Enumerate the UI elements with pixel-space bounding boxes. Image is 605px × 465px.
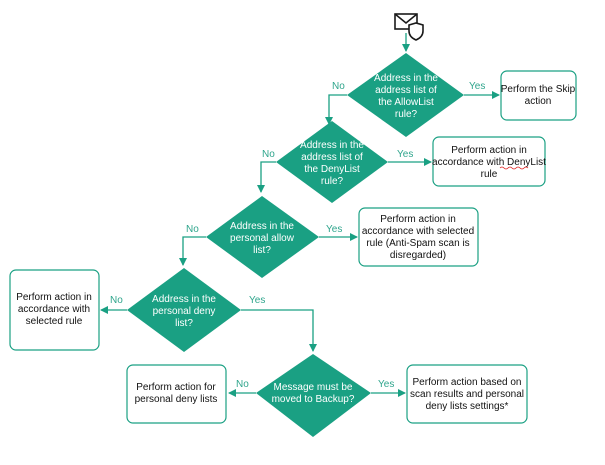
action-box-selected-rule: Perform action in accordance with select… <box>9 269 100 351</box>
edge-labels: Yes No Yes No Yes No Yes No Yes No <box>110 81 485 390</box>
arrow-d2-no <box>257 161 276 193</box>
d1-line-4: rule? <box>395 109 418 120</box>
d4-yes-label: Yes <box>249 295 265 306</box>
decision-d4: Address in the personal deny list? <box>127 268 241 352</box>
d4-line-3: list? <box>175 318 193 329</box>
decision-d5: Message must be moved to Backup? <box>256 354 371 437</box>
a6-line-2: scan results and personal <box>410 389 524 400</box>
d2-line-3: the DenyList <box>304 164 360 175</box>
d3-yes-label: Yes <box>326 224 342 235</box>
a4-line-3: selected rule <box>26 316 83 327</box>
a6-line-3: deny lists settings* <box>426 401 509 412</box>
arrow-d3-no <box>179 236 206 266</box>
envelope-with-shield-icon <box>394 13 424 41</box>
arrow-d1-no <box>325 94 347 125</box>
d3-line-2: personal allow <box>230 233 295 244</box>
d3-no-label: No <box>186 224 199 235</box>
a1-line-2: action <box>525 96 552 107</box>
d2-line-2: address list of <box>301 152 363 163</box>
a4-line-1: Perform action in <box>16 292 92 303</box>
d1-line-1: Address in the <box>374 73 438 84</box>
d2-line-1: Address in the <box>300 140 364 151</box>
action-box-scan-results: Perform action based on scan results and… <box>406 364 528 424</box>
a5-line-2: personal deny lists <box>135 394 218 405</box>
a3-line-2: accordance with selected <box>362 226 474 237</box>
d5-line-1: Message must be <box>274 382 353 393</box>
decision-d1: Address in the address list of the Allow… <box>347 53 464 137</box>
a1-line-1: Perform the Skip <box>501 84 576 95</box>
a5-line-1: Perform action for <box>136 382 216 393</box>
d1-line-3: the AllowList <box>378 97 434 108</box>
spellcheck-underline <box>499 166 529 170</box>
action-box-personal-deny-lists: Perform action for personal deny lists <box>126 364 227 424</box>
d3-line-1: Address in the <box>230 221 294 232</box>
d2-no-label: No <box>262 149 275 160</box>
a4-line-2: accordance with <box>18 304 90 315</box>
decision-d2: Address in the address list of the DenyL… <box>276 121 388 203</box>
a3-line-1: Perform action in <box>380 214 456 225</box>
arrow-d4-yes <box>241 309 317 352</box>
action-box-skip: Perform the Skip action <box>500 70 577 121</box>
a2-line-3: rule <box>481 169 498 180</box>
a2-line-1: Perform action in <box>451 145 527 156</box>
decision-d3: Address in the personal allow list? <box>206 196 319 278</box>
d1-yes-label: Yes <box>469 81 485 92</box>
d5-yes-label: Yes <box>378 379 394 390</box>
d4-line-2: personal deny <box>153 306 216 317</box>
d2-yes-label: Yes <box>397 149 413 160</box>
a6-line-1: Perform action based on <box>413 377 522 388</box>
action-box-selected-rule-antispam: Perform action in accordance with select… <box>358 207 479 267</box>
d5-no-label: No <box>236 379 249 390</box>
action-box-denylist: Perform action in accordance with DenyLi… <box>432 136 546 187</box>
a3-line-4: disregarded) <box>390 250 446 261</box>
d2-line-4: rule? <box>321 176 344 187</box>
d4-no-label: No <box>110 295 123 306</box>
d4-line-1: Address in the <box>152 294 216 305</box>
d1-line-2: address list of <box>375 85 437 96</box>
a3-line-3: rule (Anti-Spam scan is <box>366 238 469 249</box>
d3-line-3: list? <box>253 245 271 256</box>
d5-line-2: moved to Backup? <box>272 394 355 405</box>
d1-no-label: No <box>332 81 345 92</box>
connectors <box>100 33 500 397</box>
a2-line-2: accordance with DenyList <box>432 157 546 168</box>
